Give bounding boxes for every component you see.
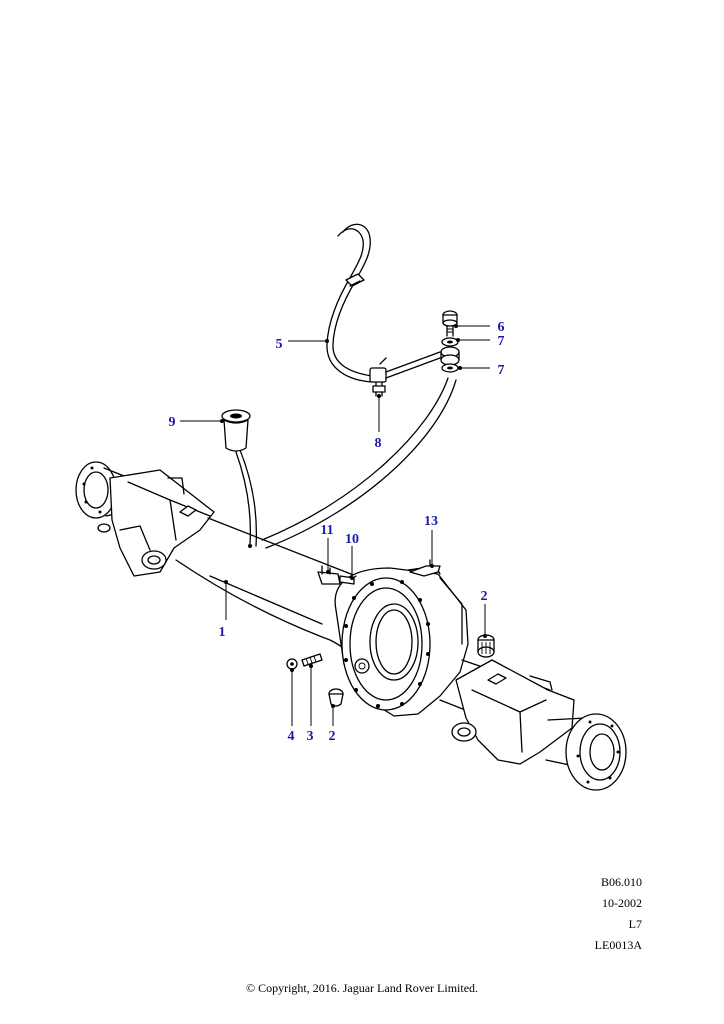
breather-hose [235,377,457,549]
breather-connector [369,351,441,397]
pipe-clip [317,565,355,585]
axle-casing [75,461,357,663]
callout-5[interactable]: 5 [276,337,283,352]
callout-13[interactable]: 13 [424,514,438,529]
stud [301,653,323,667]
callout-4[interactable]: 4 [288,729,295,744]
callout-2-filler-plug[interactable]: 2 [481,589,488,604]
bracket-bolt [442,310,458,337]
drawing-id: LE0013A [594,938,642,952]
model-code: L7 [628,917,642,931]
revision-date: 10-2002 [602,896,642,910]
copyright-footer: © Copyright, 2016. Jaguar Land Rover Lim… [245,981,479,995]
callout-7-upper[interactable]: 7 [498,334,505,349]
callout-8[interactable]: 8 [375,436,382,451]
callout-11[interactable]: 11 [320,523,333,538]
washer-upper [441,337,459,347]
callout-leaders [180,324,490,726]
callout-9[interactable]: 9 [169,415,176,430]
callout-3[interactable]: 3 [307,729,314,744]
differential-housing [334,565,469,717]
breather-pipe [326,223,373,383]
nut [286,658,298,670]
callout-1[interactable]: 1 [219,625,226,640]
section-ref: B06.010 [600,875,642,889]
breather-bracket [409,559,441,577]
callout-labels: 1 2 2 3 4 5 6 7 7 8 9 10 11 13 [169,320,505,744]
callout-2-drain-plug[interactable]: 2 [329,729,336,744]
callout-10[interactable]: 10 [345,532,359,547]
drain-plug [328,688,344,707]
bushing [440,346,460,366]
bump-stop-cap [221,409,251,452]
right-axle-tube [439,659,627,791]
filler-plug-right [477,634,495,658]
callout-7-lower[interactable]: 7 [498,363,505,378]
washer-lower [441,363,459,373]
callout-6[interactable]: 6 [498,320,505,335]
